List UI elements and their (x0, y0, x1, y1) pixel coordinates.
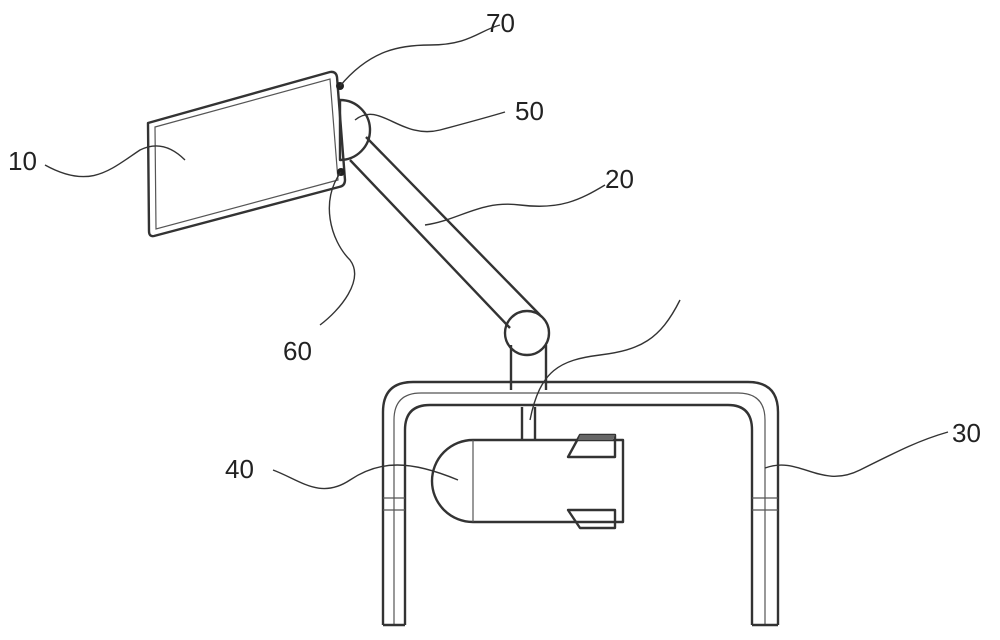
display-screen (146, 70, 347, 238)
ball-joint-50 (338, 98, 372, 162)
lower-ball-joint (503, 309, 551, 357)
u-frame (381, 380, 780, 627)
label-70: 70 (486, 8, 515, 38)
label-10: 10 (8, 146, 37, 176)
camera-mount-post (520, 407, 537, 440)
vertical-post (509, 345, 548, 390)
label-30: 30 (952, 418, 981, 448)
label-20: 20 (605, 164, 634, 194)
leader-lines (44, 24, 949, 490)
support-arm (349, 136, 541, 329)
camera-body (430, 433, 625, 530)
label-60: 60 (283, 336, 312, 366)
label-50: 50 (515, 96, 544, 126)
label-40: 40 (225, 454, 254, 484)
